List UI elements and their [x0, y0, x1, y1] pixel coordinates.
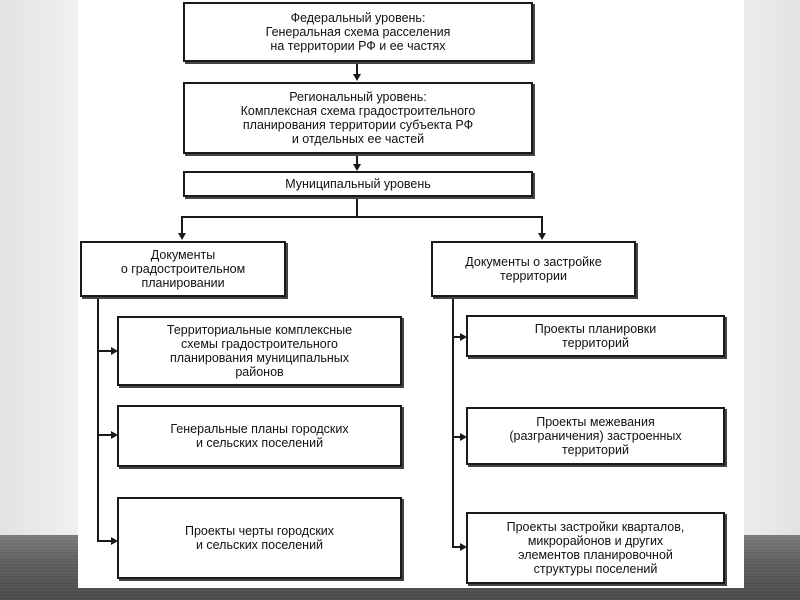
- right-branch-spine: [452, 299, 454, 547]
- right-tick-3: [452, 546, 462, 548]
- right-item-box-1: Проекты планировки территорий: [466, 315, 725, 357]
- right-arrow-2: [460, 433, 467, 441]
- left-arrow-2: [111, 431, 118, 439]
- right-branch-title-text: Документы о застройке территории: [465, 255, 602, 283]
- connector-left-down: [181, 216, 183, 234]
- connector-federal-regional: [356, 64, 358, 76]
- arrow-federal-regional: [353, 74, 361, 81]
- left-arrow-1: [111, 347, 118, 355]
- right-tick-2: [452, 436, 462, 438]
- right-arrow-1: [460, 333, 467, 341]
- municipal-level-box: Муниципальный уровень: [183, 171, 533, 197]
- left-item-box-2: Генеральные планы городских и сельских п…: [117, 405, 402, 467]
- municipal-level-text: Муниципальный уровень: [285, 177, 431, 191]
- right-item-text-3: Проекты застройки кварталов, микрорайоно…: [506, 520, 685, 576]
- right-arrow-3: [460, 543, 467, 551]
- connector-regional-municipal: [356, 156, 358, 166]
- left-tick-3: [97, 540, 113, 542]
- right-tick-1: [452, 336, 462, 338]
- right-branch-title-box: Документы о застройке территории: [431, 241, 636, 297]
- right-item-text-2: Проекты межевания (разграничения) застро…: [509, 415, 682, 457]
- left-item-text-2: Генеральные планы городских и сельских п…: [170, 422, 349, 450]
- federal-level-box: Федеральный уровень: Генеральная схема р…: [183, 2, 533, 62]
- left-item-box-1: Территориальные комплексные схемы градос…: [117, 316, 402, 386]
- arrow-regional-municipal: [353, 164, 361, 171]
- left-branch-title-box: Документы о градостроительном планирован…: [80, 241, 286, 297]
- right-item-box-3: Проекты застройки кварталов, микрорайоно…: [466, 512, 725, 584]
- left-branch-spine: [97, 299, 99, 541]
- left-item-text-1: Территориальные комплексные схемы градос…: [166, 323, 353, 379]
- arrow-right-branch: [538, 233, 546, 240]
- left-branch-title-text: Документы о градостроительном планирован…: [120, 248, 246, 290]
- right-item-text-1: Проекты планировки территорий: [534, 322, 657, 350]
- regional-level-text: Региональный уровень: Комплексная схема …: [240, 90, 476, 146]
- right-item-box-2: Проекты межевания (разграничения) застро…: [466, 407, 725, 465]
- federal-level-text: Федеральный уровень: Генеральная схема р…: [265, 11, 451, 53]
- arrow-left-branch: [178, 233, 186, 240]
- connector-municipal-down: [356, 199, 358, 217]
- connector-horizontal-split: [181, 216, 543, 218]
- regional-level-box: Региональный уровень: Комплексная схема …: [183, 82, 533, 154]
- left-tick-1: [97, 350, 113, 352]
- left-item-text-3: Проекты черты городских и сельских посел…: [184, 524, 335, 552]
- connector-right-down: [541, 216, 543, 234]
- left-item-box-3: Проекты черты городских и сельских посел…: [117, 497, 402, 579]
- left-tick-2: [97, 434, 113, 436]
- left-arrow-3: [111, 537, 118, 545]
